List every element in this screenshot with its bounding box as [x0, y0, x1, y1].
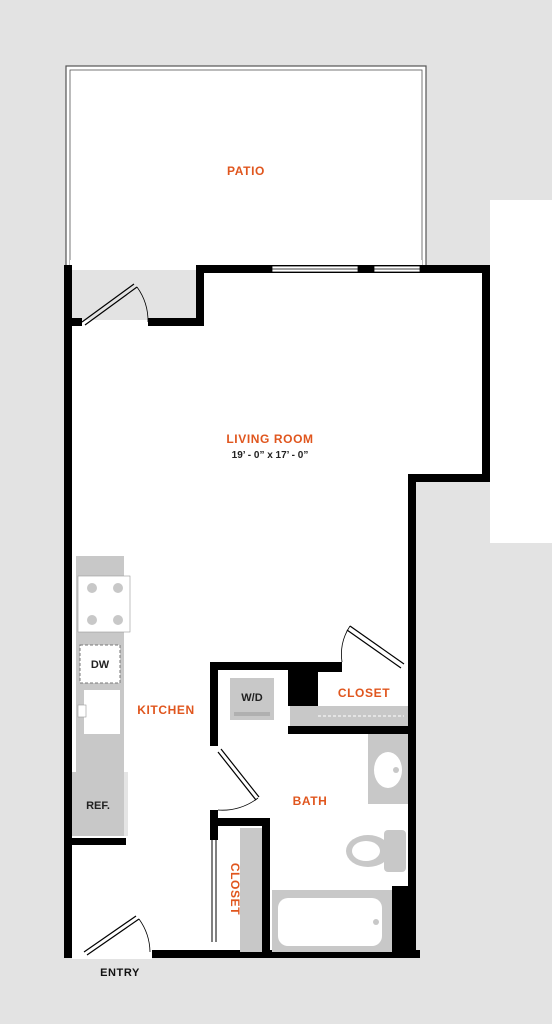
dishwasher-outline [79, 644, 121, 684]
burner-icon [87, 615, 97, 625]
refrigerator-front [124, 772, 128, 836]
patio-label: PATIO [227, 164, 265, 178]
background-right-gap-2 [480, 543, 552, 1024]
kitchen-sink [77, 690, 120, 734]
patio-door[interactable] [81, 283, 149, 326]
background-right-gap-1 [490, 0, 552, 200]
entry-door[interactable] [72, 915, 152, 959]
bathtub-drain-icon [373, 919, 379, 925]
closet-entry-doors[interactable] [211, 834, 217, 942]
toilet-icon [346, 830, 406, 872]
bath-label: BATH [293, 794, 328, 808]
bath-sink-icon [374, 752, 402, 788]
kitchen-cooktop [77, 575, 131, 633]
burner-icon [113, 583, 123, 593]
closet-main-label: CLOSET [338, 686, 390, 700]
kitchen-label: KITCHEN [137, 703, 195, 717]
closet-entry-shelf [240, 828, 262, 952]
burner-icon [87, 583, 97, 593]
bath-faucet-icon [393, 767, 399, 773]
washer-dryer-label: W/D [241, 692, 262, 704]
patio-area [65, 65, 427, 267]
bath-door[interactable] [217, 748, 260, 811]
dishwasher-label: DW [91, 659, 110, 671]
closet-main-door[interactable] [341, 625, 405, 669]
closet-entry-label: CLOSET [228, 863, 242, 915]
kitchen-partition [72, 838, 126, 845]
refrigerator [72, 772, 124, 836]
living-room-label: LIVING ROOM [226, 432, 313, 446]
washer-dryer-face [234, 712, 270, 716]
window-living-room [271, 265, 421, 273]
entry-label: ENTRY [100, 967, 140, 979]
interior-walls [210, 662, 412, 958]
burner-icon [113, 615, 123, 625]
background-right-white-1 [490, 200, 552, 543]
refrigerator-label: REF. [86, 800, 110, 812]
living-room-dimensions: 19’ - 0” x 17’ - 0” [232, 450, 309, 461]
bathtub-basin [278, 898, 382, 946]
